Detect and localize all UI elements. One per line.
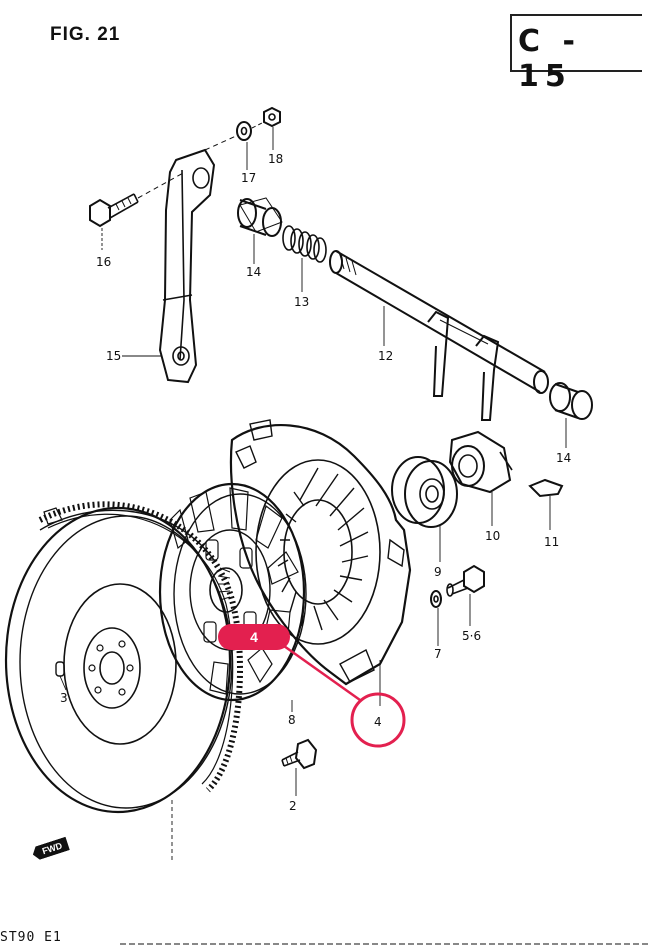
callout-badge: 4: [218, 624, 290, 650]
bolt-16: [89, 171, 186, 228]
release-lever: [158, 148, 216, 384]
bolt-2: [281, 738, 318, 770]
label-14-lower: 14: [556, 451, 571, 465]
washer-17: [204, 121, 252, 151]
callout-highlight: [283, 644, 406, 748]
callout-circle: [350, 692, 406, 748]
label-15: 15: [106, 349, 121, 363]
label-12: 12: [378, 349, 393, 363]
figure-code: C - 15: [518, 24, 581, 94]
clip-11: [528, 478, 564, 498]
bearing-9: [391, 456, 458, 528]
callout-circle-label: 4: [374, 715, 382, 729]
figure-title: FIG. 21: [50, 24, 121, 45]
clutch-cover: [229, 419, 412, 686]
leader-lines: [59, 127, 567, 860]
label-2: 2: [289, 799, 297, 813]
label-11: 11: [544, 535, 559, 549]
label-10: 10: [485, 529, 500, 543]
washer-7: [430, 590, 442, 608]
flywheel: [4, 501, 243, 814]
label-3: 3: [60, 691, 68, 705]
bushing-14-lower: [549, 382, 593, 420]
label-18: 18: [268, 152, 283, 166]
part-labels: 16 17 18 14 13 12 15 14 11 10 9 5·6 7 8 …: [60, 152, 571, 813]
bolt-5-6: [446, 564, 485, 597]
spring-13: [282, 225, 327, 263]
label-13: 13: [294, 295, 309, 309]
figure-code-frame: [510, 14, 642, 72]
label-8: 8: [288, 713, 296, 727]
label-16: 16: [96, 255, 111, 269]
footer-code: ST90 E1: [0, 930, 62, 945]
label-14-upper: 14: [246, 265, 261, 279]
bushing-14-upper: [237, 197, 283, 237]
label-7: 7: [434, 647, 442, 661]
release-shaft-12: [329, 250, 549, 421]
label-9: 9: [434, 565, 442, 579]
label-5-6: 5·6: [462, 629, 481, 643]
label-17: 17: [241, 171, 256, 185]
release-bearing-10: [448, 430, 513, 494]
nut-18: [251, 106, 281, 129]
